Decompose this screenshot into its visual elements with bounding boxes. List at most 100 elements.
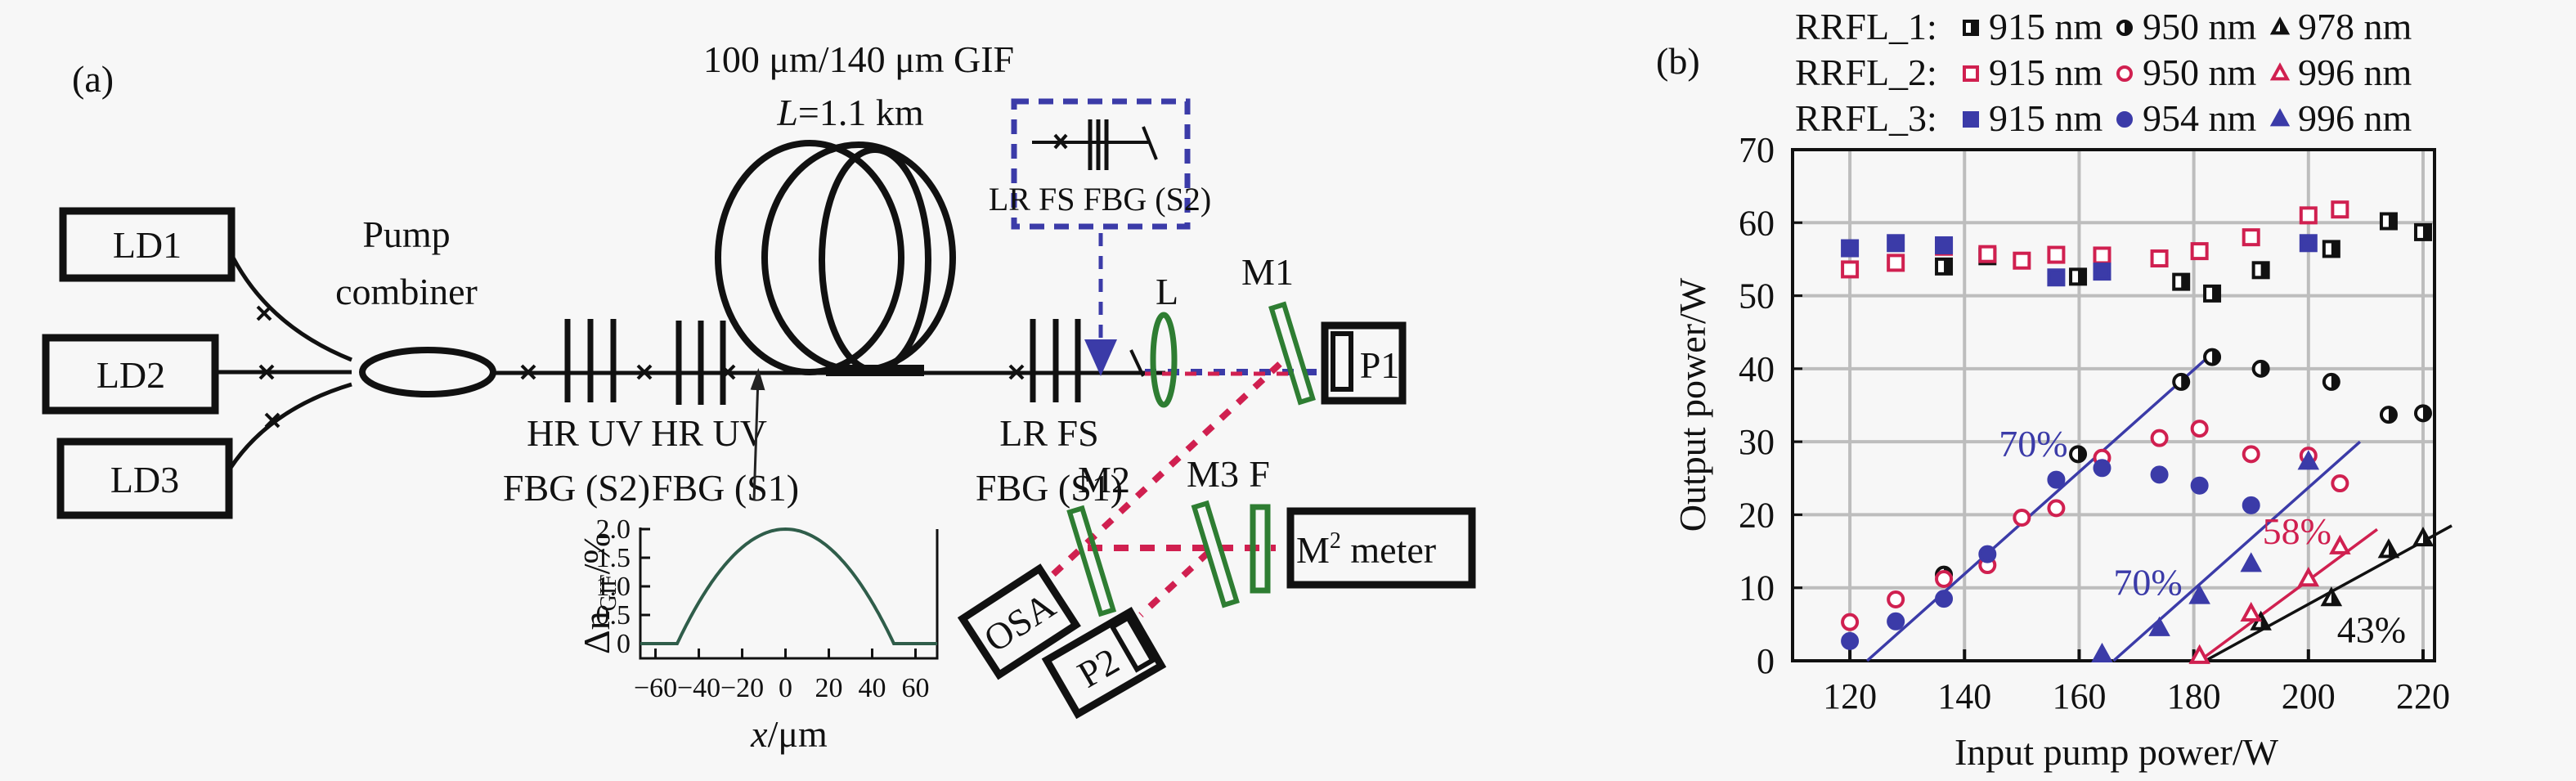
data-points bbox=[1841, 200, 2435, 664]
beam-m1-to-osa bbox=[1048, 361, 1282, 579]
p1-label: P1 bbox=[1360, 344, 1400, 386]
alt-fbg-label: LR FS FBG (S2) bbox=[989, 181, 1211, 218]
legend-entry: 950 nm bbox=[2143, 6, 2257, 47]
gif-coil-icon bbox=[715, 140, 956, 375]
fbg-lr-fs-s1-icon bbox=[1030, 319, 1081, 402]
inset-x-label: x/μm bbox=[750, 713, 828, 755]
legend-marker bbox=[2269, 62, 2291, 81]
inset-y-tick-label: 1.0 bbox=[596, 572, 631, 602]
data-point-fill bbox=[2078, 269, 2086, 285]
data-point-fill bbox=[2260, 613, 2269, 629]
legend-entry: 915 nm bbox=[1989, 52, 2103, 93]
legend-entry: 954 nm bbox=[2143, 97, 2257, 139]
y-tick-label: 40 bbox=[1739, 349, 1775, 389]
data-point bbox=[1887, 590, 1905, 608]
data-point bbox=[1935, 236, 1954, 254]
panel-a-label: (a) bbox=[72, 58, 114, 100]
data-point bbox=[2093, 246, 2112, 265]
laser-diode-3: LD3 bbox=[56, 438, 233, 519]
data-point bbox=[1887, 612, 1905, 631]
data-point bbox=[2047, 470, 2066, 489]
index-profile-curve bbox=[640, 527, 937, 645]
data-point bbox=[2242, 228, 2260, 247]
data-point bbox=[2299, 206, 2318, 225]
coil-splice-block bbox=[826, 365, 924, 376]
x-tick-label: 220 bbox=[2396, 676, 2450, 716]
data-point bbox=[2190, 476, 2209, 495]
data-point-fill bbox=[2388, 407, 2396, 423]
data-point bbox=[2297, 567, 2320, 587]
efficiency-label: 70% bbox=[1999, 423, 2067, 465]
data-point-fill bbox=[2388, 541, 2397, 557]
data-point bbox=[1841, 613, 1860, 631]
power-meter-p1: P1 bbox=[1321, 321, 1407, 405]
x-tick-label: 160 bbox=[2052, 676, 2106, 716]
fbg1-label-2: FBG (S2) bbox=[503, 467, 650, 509]
legend-entry: 996 nm bbox=[2298, 97, 2412, 139]
data-point bbox=[2047, 268, 2066, 287]
beam-m3-to-p2 bbox=[1138, 550, 1211, 617]
inset-x-tick-label: 40 bbox=[859, 673, 886, 703]
data-point bbox=[1887, 234, 1905, 253]
pump-combiner-label-2: combiner bbox=[335, 271, 478, 312]
efficiency-label: 58% bbox=[2263, 510, 2331, 552]
data-point bbox=[1935, 570, 1954, 588]
data-point bbox=[1978, 545, 1997, 563]
data-point-fill bbox=[2422, 530, 2431, 545]
data-point-fill bbox=[2181, 374, 2189, 389]
fit-line bbox=[2112, 440, 2362, 662]
data-point-fill bbox=[2078, 447, 2086, 462]
mirror-m3-icon bbox=[1191, 500, 1240, 608]
inset-x-tick-label: 60 bbox=[902, 673, 930, 703]
data-point bbox=[2013, 251, 2031, 270]
data-point bbox=[2150, 465, 2169, 484]
y-tick-label: 60 bbox=[1739, 203, 1775, 243]
filter-icon bbox=[1250, 504, 1271, 594]
legend-marker-fill bbox=[1971, 21, 1977, 34]
pump-combiner-icon bbox=[359, 347, 496, 397]
fbg-hr-uv-s2-icon bbox=[564, 319, 617, 402]
inset-x-tick-label: −40 bbox=[677, 673, 720, 703]
data-point-fill bbox=[2331, 590, 2340, 605]
m2-meter: M2 meter bbox=[1286, 507, 1476, 589]
efficiency-label: 43% bbox=[2337, 609, 2406, 651]
fbg-hr-uv-s1-icon bbox=[675, 321, 726, 405]
legend-marker bbox=[2269, 108, 2291, 127]
data-point bbox=[1841, 631, 1860, 650]
ld3-label: LD3 bbox=[110, 459, 179, 500]
data-point-fill bbox=[2212, 285, 2220, 301]
data-point bbox=[2188, 644, 2210, 664]
data-point bbox=[2331, 474, 2349, 493]
series-rrfl-3-915-nm bbox=[1841, 234, 2318, 287]
data-point-fill bbox=[2422, 406, 2430, 421]
x-tick-label: 180 bbox=[2167, 676, 2221, 716]
legend-group-name: RRFL_1: bbox=[1795, 6, 1937, 47]
panel-a: (a) LD1 LD2 LD3 Pump combiner bbox=[42, 38, 1476, 755]
data-point bbox=[2297, 450, 2320, 470]
data-point bbox=[2150, 249, 2169, 268]
y-tick-label: 50 bbox=[1739, 276, 1775, 316]
inset-y-tick-label: 2.0 bbox=[596, 514, 631, 545]
filter-label: F bbox=[1249, 453, 1270, 495]
series-rrfl-2-996-nm bbox=[2188, 534, 2351, 664]
panel-b-label: (b) bbox=[1656, 40, 1700, 82]
inset-y-ticks: 2.01.51.00.50 bbox=[596, 514, 650, 659]
angle-cleave-icon bbox=[1129, 349, 1145, 377]
data-point bbox=[2013, 509, 2031, 527]
data-point-fill bbox=[2388, 213, 2396, 229]
data-point-fill bbox=[2260, 361, 2269, 376]
profile-pointer-arrow bbox=[750, 368, 765, 501]
data-point bbox=[1935, 590, 1954, 608]
data-point-fill bbox=[2260, 263, 2269, 278]
mirror-m2-icon bbox=[1066, 505, 1117, 617]
series-rrfl-3-954-nm bbox=[1841, 459, 2260, 650]
legend-marker bbox=[2116, 65, 2133, 82]
y-axis-title: Output power/W bbox=[1672, 277, 1713, 532]
laser-diode-1: LD1 bbox=[59, 207, 236, 282]
lens-label: L bbox=[1156, 271, 1178, 312]
data-point bbox=[2299, 234, 2318, 253]
